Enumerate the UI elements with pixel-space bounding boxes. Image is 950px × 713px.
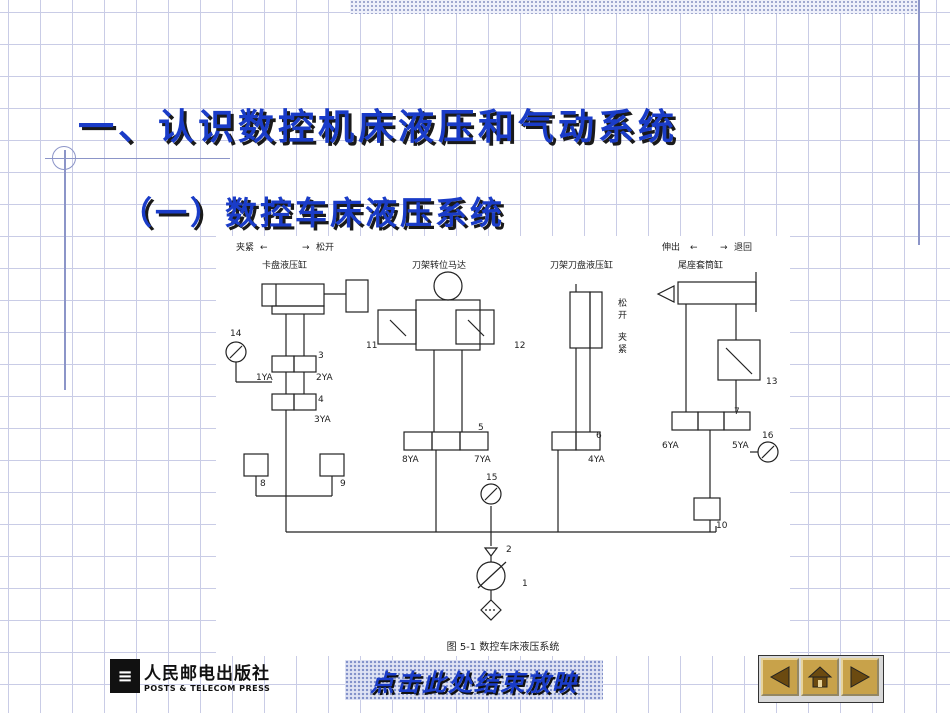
arrow-left: ← bbox=[260, 243, 268, 253]
turret-clamp-cylinder bbox=[569, 291, 591, 349]
num-16: 16 bbox=[762, 431, 774, 441]
solenoid-6YA: 6YA bbox=[662, 441, 680, 451]
solenoid-2YA: 2YA bbox=[316, 373, 334, 383]
tailstock-center bbox=[656, 285, 675, 303]
turret-motor bbox=[433, 271, 463, 301]
next-arrow-icon bbox=[850, 666, 871, 688]
home-button[interactable] bbox=[801, 658, 839, 696]
valve-3-right bbox=[293, 355, 317, 373]
arrow-right: → bbox=[302, 243, 310, 253]
solenoid-4YA: 4YA bbox=[588, 455, 606, 465]
valve-6-a bbox=[551, 431, 577, 451]
slide-title: 一、认识数控机床液压和气动系统 bbox=[78, 106, 679, 148]
slide-nav bbox=[758, 655, 884, 703]
valve-4-left bbox=[271, 393, 295, 411]
prev-slide-button[interactable] bbox=[761, 658, 799, 696]
prev-arrow-icon bbox=[769, 666, 790, 688]
num-2: 2 bbox=[506, 545, 512, 555]
solenoid-3YA: 3YA bbox=[314, 415, 332, 425]
label-tailstock-cylinder: 尾座套筒缸 bbox=[678, 259, 723, 271]
label-song: 松 bbox=[618, 297, 627, 309]
label-jin: 紧 bbox=[618, 344, 627, 355]
num-7: 7 bbox=[734, 407, 740, 417]
gauge-15 bbox=[480, 483, 502, 505]
next-slide-button[interactable] bbox=[841, 658, 879, 696]
num-10: 10 bbox=[716, 521, 728, 531]
valve-13 bbox=[717, 339, 761, 381]
end-show-button[interactable]: 点击此处结束放映 bbox=[345, 660, 603, 700]
check-valve-2 bbox=[483, 547, 499, 557]
num-9: 9 bbox=[340, 479, 346, 489]
valve-12 bbox=[455, 309, 495, 345]
valve-7-b bbox=[697, 411, 725, 431]
valve-5-c bbox=[459, 431, 489, 451]
solenoid-8YA: 8YA bbox=[402, 455, 420, 465]
figure-caption: 图 5-1 数控车床液压系统 bbox=[446, 642, 560, 653]
num-13: 13 bbox=[766, 377, 777, 387]
valve-9 bbox=[319, 453, 345, 477]
publisher-mark-icon: ≡ bbox=[110, 659, 140, 693]
arrow-right-2: → bbox=[720, 243, 728, 253]
slide-subtitle: （一）数控车床液压系统 bbox=[120, 194, 506, 232]
label-retract: 退回 bbox=[734, 242, 752, 253]
top-decoration-band bbox=[350, 0, 918, 14]
solenoid-5YA: 5YA bbox=[732, 441, 750, 451]
valve-7-c bbox=[723, 411, 751, 431]
valve-4-right bbox=[293, 393, 317, 411]
publisher-name-cn: 人民邮电出版社 bbox=[144, 664, 270, 684]
valve-5-b bbox=[431, 431, 461, 451]
num-8: 8 bbox=[260, 479, 266, 489]
tailstock-cylinder bbox=[677, 281, 757, 305]
home-icon bbox=[807, 666, 833, 688]
valve-7-a bbox=[671, 411, 699, 431]
label-kai: 开 bbox=[618, 310, 627, 321]
chuck-cylinder bbox=[261, 283, 325, 307]
label-turret-clamp-cylinder: 刀架刀盘液压缸 bbox=[550, 259, 613, 271]
num-15: 15 bbox=[486, 473, 497, 483]
valve-11 bbox=[377, 309, 417, 345]
decoration-ring bbox=[52, 146, 76, 170]
end-show-label: 点击此处结束放映 bbox=[370, 667, 578, 697]
filter bbox=[480, 599, 502, 621]
chuck-jaw bbox=[345, 279, 369, 313]
valve-10 bbox=[693, 497, 721, 521]
label-jia: 夹 bbox=[618, 331, 627, 343]
solenoid-7YA: 7YA bbox=[474, 455, 492, 465]
valve-5-a bbox=[403, 431, 433, 451]
num-4: 4 bbox=[318, 395, 324, 405]
valve-8 bbox=[243, 453, 269, 477]
num-6: 6 bbox=[596, 431, 602, 441]
num-3: 3 bbox=[318, 351, 324, 361]
hydraulic-diagram: 夹紧 ← → 松开 卡盘液压缸 刀架转位马达 刀架刀盘液压缸 伸出 ← → 退回… bbox=[216, 236, 790, 656]
solenoid-1YA: 1YA bbox=[256, 373, 274, 383]
label-chuck-cylinder: 卡盘液压缸 bbox=[262, 259, 307, 271]
right-decoration-rule bbox=[918, 0, 920, 245]
label-release: 松开 bbox=[316, 241, 334, 253]
publisher-logo: ≡ 人民邮电出版社 POSTS & TELECOM PRESS bbox=[110, 658, 286, 694]
publisher-name-en: POSTS & TELECOM PRESS bbox=[144, 684, 271, 693]
num-12: 12 bbox=[514, 341, 525, 351]
label-turret-motor: 刀架转位马达 bbox=[412, 259, 466, 271]
label-extend: 伸出 bbox=[662, 241, 680, 253]
num-11: 11 bbox=[366, 341, 377, 351]
num-5: 5 bbox=[478, 423, 484, 433]
num-1: 1 bbox=[522, 579, 528, 589]
label-clamp: 夹紧 bbox=[236, 241, 254, 253]
arrow-left-2: ← bbox=[690, 243, 698, 253]
num-14: 14 bbox=[230, 329, 242, 339]
left-decoration-rule bbox=[64, 150, 66, 390]
hydraulic-schematic: 夹紧 ← → 松开 卡盘液压缸 刀架转位马达 刀架刀盘液压缸 伸出 ← → 退回… bbox=[225, 241, 779, 621]
valve-3-left bbox=[271, 355, 295, 373]
valve-6-b bbox=[575, 431, 601, 451]
title-decoration-rule bbox=[45, 158, 230, 159]
